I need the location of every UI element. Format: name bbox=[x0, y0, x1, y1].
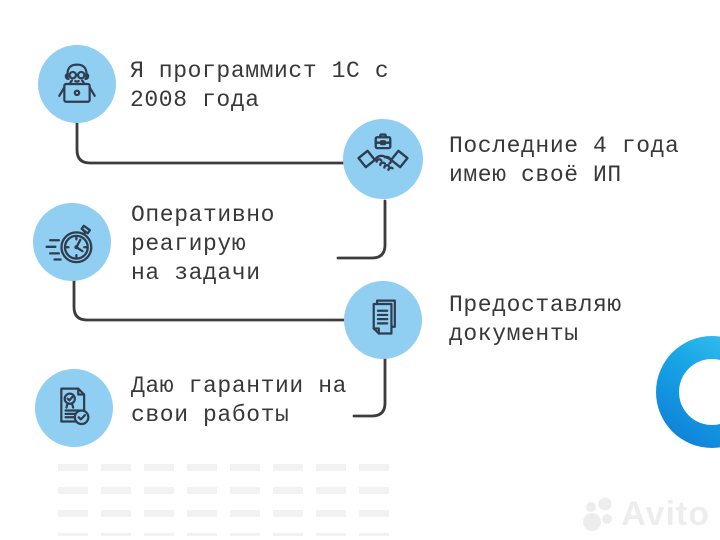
step5-label: Даю гарантии на свои работы bbox=[131, 373, 348, 428]
step2-label: Последние 4 года имею своё ИП bbox=[449, 133, 680, 188]
programmer-laptop-icon bbox=[58, 63, 96, 103]
connector-step1-step2 bbox=[75, 119, 345, 165]
handshake-briefcase-icon bbox=[357, 133, 409, 172]
decorative-ring-hole bbox=[679, 359, 720, 425]
step4-label: Предоставляю документы bbox=[449, 292, 622, 347]
step3-label: Оперативно реагирую на задачи bbox=[131, 202, 276, 286]
avito-watermark-text: Avito bbox=[621, 495, 710, 533]
documents-icon bbox=[372, 299, 396, 335]
step2-circle bbox=[343, 119, 423, 199]
stopwatch-icon bbox=[45, 224, 93, 264]
step3-circle bbox=[33, 203, 111, 281]
decorative-ring bbox=[656, 336, 720, 448]
watermark-pattern bbox=[58, 448, 393, 536]
step4-circle bbox=[344, 281, 422, 359]
certificate-icon bbox=[60, 387, 90, 426]
step1-label: Я программист 1С с 2008 года bbox=[130, 58, 390, 113]
step1-circle bbox=[38, 45, 116, 123]
avito-watermark: Avito bbox=[582, 495, 710, 534]
connector-step4-hook bbox=[352, 356, 387, 418]
avito-logo-icon bbox=[583, 497, 613, 531]
connector-step2-hook bbox=[336, 199, 387, 260]
step5-circle bbox=[35, 369, 113, 447]
